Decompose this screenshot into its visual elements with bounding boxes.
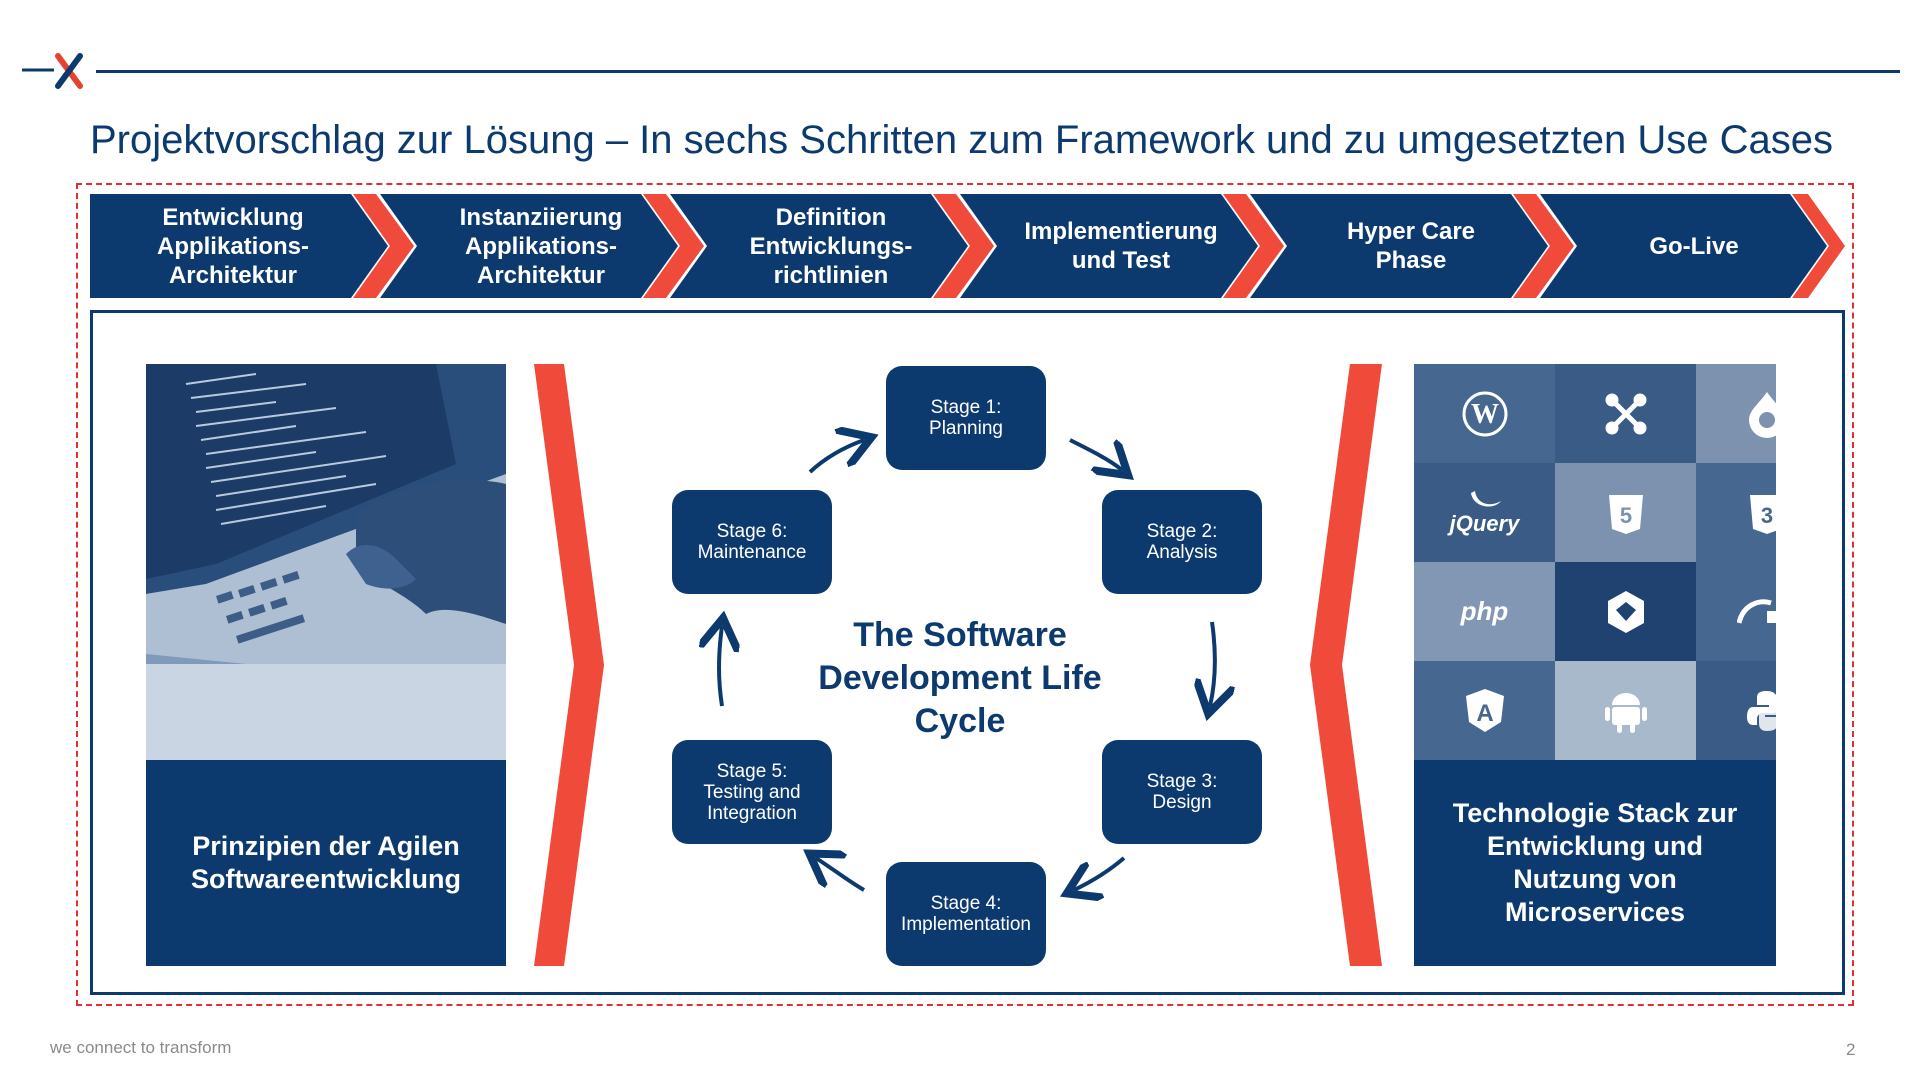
- agile-card-text: Prinzipien der Agilen Softwareentwicklun…: [190, 831, 462, 894]
- cycle-arrows: [660, 360, 1300, 980]
- stage-5-box: Stage 5: Testing and Integration: [672, 740, 832, 844]
- drupal-icon: [1696, 364, 1776, 463]
- angular-icon: A: [1414, 661, 1555, 760]
- laptop-coding-photo: [146, 364, 506, 760]
- jquery-icon: jQuery: [1414, 463, 1555, 562]
- svg-text:W: W: [1471, 399, 1499, 430]
- page-number: 2: [1846, 1040, 1856, 1059]
- slide-title: Projektvorschlag zur Lösung – In sechs S…: [90, 118, 1834, 162]
- stage-6-box: Stage 6: Maintenance: [672, 490, 832, 594]
- stage-2-box: Stage 2: Analysis: [1102, 490, 1262, 594]
- android-icon: [1555, 661, 1696, 760]
- svg-text:3: 3: [1760, 503, 1772, 528]
- header-rule: [96, 70, 1900, 73]
- cycle-title: The Software Development Life Cycle: [818, 616, 1102, 740]
- html5-icon: 5: [1555, 463, 1696, 562]
- right-chevron: [1310, 364, 1382, 966]
- tech-icon-grid: W jQuery 5 3 php A: [1414, 364, 1776, 760]
- stage-4-box: Stage 4: Implementation: [886, 862, 1046, 966]
- step-1-label: Entwicklung Applikations- Architektur: [156, 203, 309, 289]
- step-5-label: Hyper Care Phase: [1346, 218, 1476, 274]
- stage-3-box: Stage 3: Design: [1102, 740, 1262, 844]
- footer-tagline: we connect to transform: [50, 1038, 232, 1057]
- step-2-label: Instanziierung Applikations- Architektur: [459, 203, 623, 289]
- dashed-frame: [76, 183, 1854, 1006]
- wordpress-icon: W: [1414, 364, 1555, 463]
- tech-stack-card-text: Technologie Stack zur Entwicklung und Nu…: [1452, 798, 1738, 927]
- svg-text:A: A: [1476, 700, 1493, 727]
- x-logo-icon: [22, 53, 83, 89]
- python-icon: [1696, 661, 1776, 760]
- agile-card: Prinzipien der Agilen Softwareentwicklun…: [146, 760, 506, 966]
- joomla-icon: [1555, 364, 1696, 463]
- svg-text:5: 5: [1619, 503, 1631, 528]
- stage-1-box: Stage 1: Planning: [886, 366, 1046, 470]
- step-arrows: [90, 194, 1845, 298]
- php-icon: php: [1414, 562, 1555, 661]
- jquery-text: jQuery: [1449, 510, 1520, 536]
- tech-stack-card: Technologie Stack zur Entwicklung und Nu…: [1414, 760, 1776, 966]
- css3-icon: 3: [1696, 463, 1776, 562]
- step-4-label: Implementierung und Test: [1024, 218, 1218, 274]
- process-steps: Entwicklung Applikations- Architektur In…: [90, 194, 1845, 298]
- rails-icon: [1696, 562, 1776, 661]
- step-6-label: Go-Live: [1649, 232, 1739, 260]
- step-3-label: Definition Entwicklungs- richtlinien: [749, 203, 913, 289]
- php-text: php: [1460, 596, 1509, 626]
- left-chevron: [534, 364, 604, 966]
- sass-gem-icon: [1555, 562, 1696, 661]
